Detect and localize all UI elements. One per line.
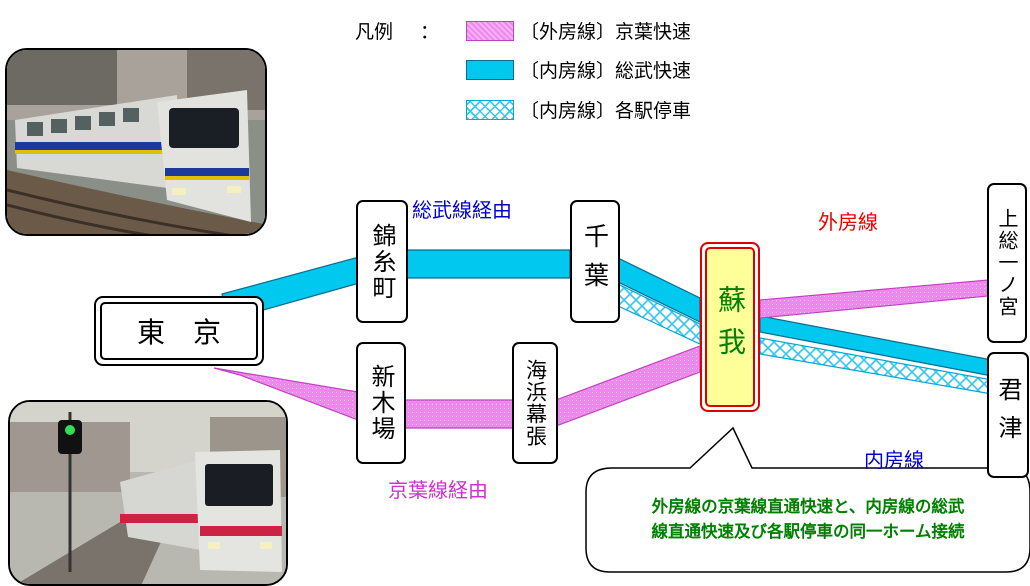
legend-title: 凡例 bbox=[355, 21, 394, 43]
station-chiba: 千葉 bbox=[570, 200, 620, 323]
callout-line-2: 線直通快速及び各駅停車の同一ホーム接続 bbox=[651, 522, 965, 541]
legend-label-local: 〔内房線〕各駅停車 bbox=[520, 100, 692, 122]
legend-label-keiyo: 〔外房線〕京葉快速 bbox=[520, 21, 692, 43]
station-kaihinmakuhari-label: 海浜幕張 bbox=[523, 359, 548, 447]
label-uchibo-line: 内房線 bbox=[864, 448, 924, 472]
station-kinshicho-label: 錦糸町 bbox=[368, 222, 396, 301]
station-kazusaichinomiya: 上総一ノ宮 bbox=[987, 183, 1027, 343]
callout-line-1: 外房線の京葉線直通快速と、内房線の総武 bbox=[651, 497, 965, 516]
legend-swatch-local bbox=[466, 100, 514, 120]
label-sotobo-line: 外房線 bbox=[818, 210, 878, 234]
station-soga-label: 蘇我 bbox=[714, 285, 747, 369]
callout-text: 外房線の京葉線直通快速と、内房線の総武 線直通快速及び各駅停車の同一ホーム接続 bbox=[590, 494, 1026, 544]
station-soga: 蘇我 bbox=[700, 242, 760, 412]
station-kinshicho: 錦糸町 bbox=[356, 200, 408, 323]
label-keiyo-route: 京葉線経由 bbox=[388, 478, 488, 502]
keiyo-rapid-line bbox=[213, 279, 989, 429]
station-kazusaichinomiya-label: 上総一ノ宮 bbox=[995, 208, 1019, 318]
station-chiba-label: 千葉 bbox=[580, 222, 610, 301]
legend-label-sobu: 〔内房線〕総武快速 bbox=[520, 60, 692, 82]
station-shinkiba: 新木場 bbox=[356, 342, 406, 464]
legend-swatch-sobu bbox=[466, 60, 514, 80]
legend-swatch-keiyo bbox=[466, 21, 514, 41]
station-kaihinmakuhari: 海浜幕張 bbox=[512, 342, 558, 464]
legend-colon: ： bbox=[420, 21, 440, 43]
train-photo-e217 bbox=[5, 48, 267, 236]
station-shinkiba-label: 新木場 bbox=[367, 364, 395, 442]
station-tokyo: 東 京 bbox=[94, 296, 264, 366]
train-photo-205 bbox=[8, 400, 288, 586]
sobu-rapid-line bbox=[221, 249, 993, 377]
station-tokyo-label: 東 京 bbox=[136, 316, 221, 349]
label-sobu-route: 総武線経由 bbox=[412, 198, 512, 222]
station-kisarazu: 君津 bbox=[987, 352, 1029, 478]
station-kisarazu-label: 君津 bbox=[994, 377, 1022, 453]
